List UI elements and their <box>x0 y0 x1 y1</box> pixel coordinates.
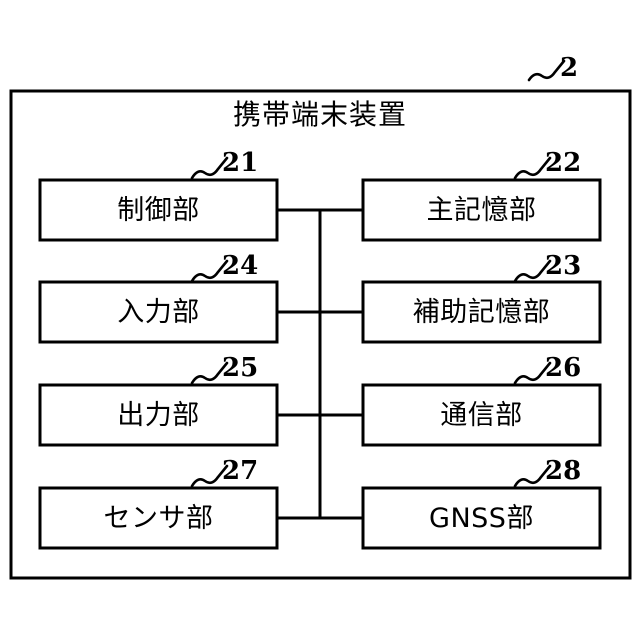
block-label-control-unit: 制御部 <box>117 194 200 226</box>
block-rect-25 <box>38 383 279 447</box>
ref-number-28: 28 <box>545 456 582 486</box>
block-label-sensor-unit: センサ部 <box>103 502 214 534</box>
block-rect-23 <box>361 280 602 344</box>
block-rect-21 <box>38 178 279 242</box>
ref-number-26: 26 <box>545 353 582 383</box>
block-rect-22 <box>361 178 602 242</box>
block-label-gnss-unit: GNSS部 <box>429 502 534 534</box>
leader-squiggle-23 <box>513 259 552 283</box>
ref-number-27: 27 <box>222 456 259 486</box>
leader-squiggle-21 <box>190 156 229 180</box>
ref-number-22: 22 <box>545 148 582 178</box>
block-label-main-memory: 主記憶部 <box>426 194 537 226</box>
leader-squiggle-25 <box>190 361 229 385</box>
block-rect-26 <box>361 383 602 447</box>
ref-number-23: 23 <box>545 251 582 281</box>
leader-squiggle-22 <box>513 156 552 180</box>
leader-squiggle-26 <box>513 361 552 385</box>
leader-squiggle-28 <box>513 464 552 488</box>
ref-number-2: 2 <box>560 53 579 83</box>
block-rect-24 <box>38 280 279 344</box>
leader-squiggle-2 <box>527 59 566 82</box>
block-rect-27 <box>38 486 279 550</box>
block-label-auxiliary-memory: 補助記憶部 <box>412 296 551 328</box>
ref-number-24: 24 <box>222 251 259 281</box>
leader-squiggle-24 <box>190 259 229 283</box>
block-rect-28 <box>361 486 602 550</box>
figure-title: 携帯端末装置 <box>232 98 407 131</box>
block-label-output-unit: 出力部 <box>117 399 200 431</box>
leader-squiggle-27 <box>190 464 229 488</box>
ref-number-25: 25 <box>222 353 259 383</box>
block-label-input-unit: 入力部 <box>117 296 200 328</box>
block-label-communication-unit: 通信部 <box>440 399 523 431</box>
ref-number-21: 21 <box>222 148 259 178</box>
